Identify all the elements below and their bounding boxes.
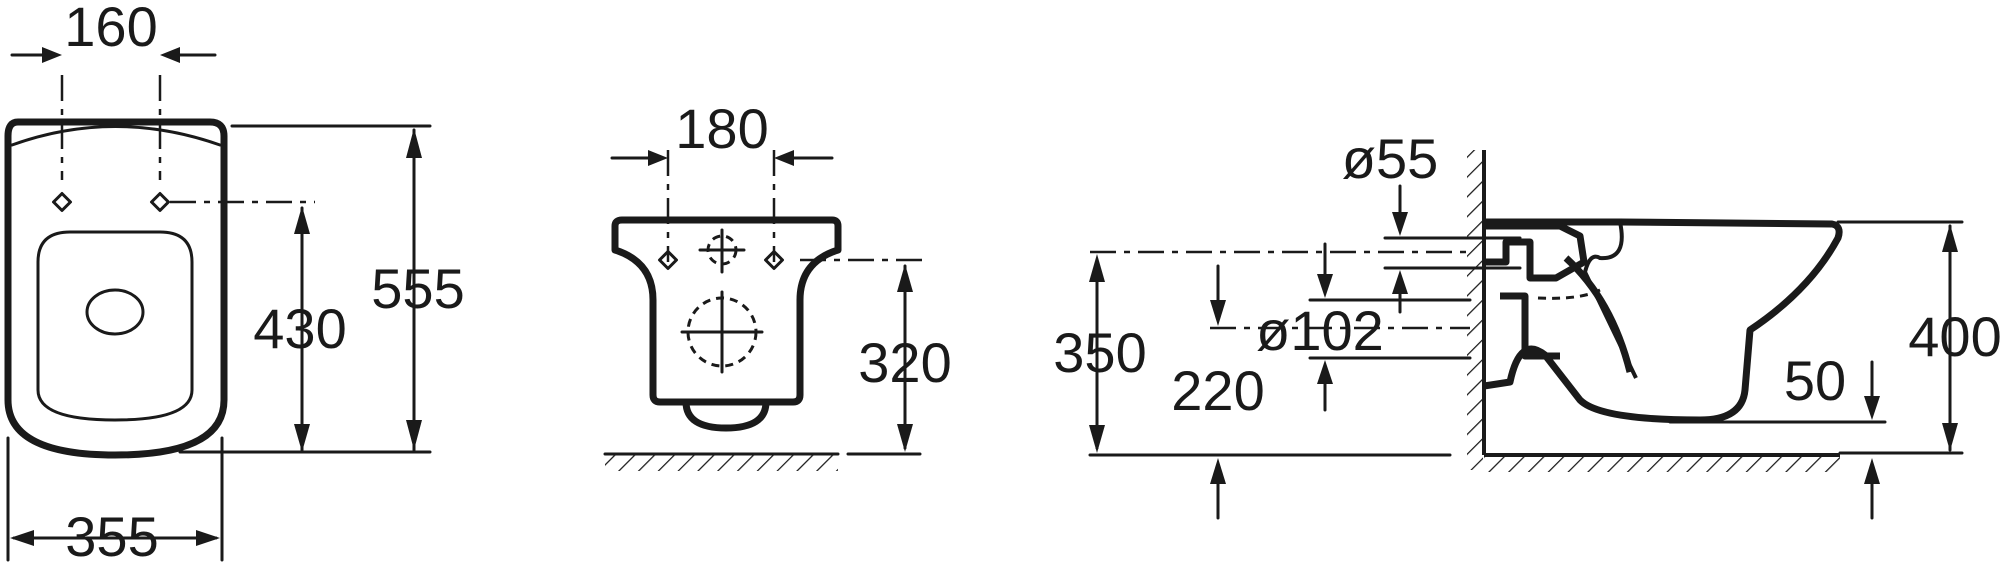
dim-180: 180 xyxy=(675,97,768,160)
front-rim-curve xyxy=(10,125,222,147)
front-bolt-right xyxy=(150,192,170,212)
dim-160: 160 xyxy=(64,0,157,58)
dim-220: 220 xyxy=(1171,359,1264,422)
rear-drain-bump xyxy=(682,401,770,432)
side-bowl-inner xyxy=(1583,221,1638,379)
front-bowl-outline xyxy=(4,118,228,459)
front-view: 160 430 555 355 xyxy=(4,0,465,563)
dim-diameter-102: ø102 xyxy=(1256,299,1384,362)
wall-hatch xyxy=(1467,150,1483,470)
dim-350: 350 xyxy=(1053,321,1146,384)
side-inner-bowl-dashed xyxy=(1537,288,1601,300)
rear-outline xyxy=(611,216,842,406)
rear-view: 180 320 xyxy=(603,97,952,471)
rear-bolt-right xyxy=(764,250,784,270)
front-bolt-left xyxy=(52,192,72,212)
front-drain-hole xyxy=(85,288,145,336)
dim-diameter-55: ø55 xyxy=(1342,127,1439,190)
rear-bolt-left xyxy=(658,250,678,270)
side-view: ø55 ø102 350 220 400 xyxy=(1053,127,2000,520)
dim-400: 400 xyxy=(1908,305,2000,368)
side-inlet-connector xyxy=(1484,222,1588,282)
dim-430: 430 xyxy=(253,297,346,360)
dim-320: 320 xyxy=(858,331,951,394)
dim-355: 355 xyxy=(65,505,158,563)
dim-50: 50 xyxy=(1784,349,1846,412)
side-floor-hatch xyxy=(1484,456,1840,472)
rear-floor-hatch xyxy=(605,455,838,471)
dim-555: 555 xyxy=(371,257,464,320)
front-seat-outline xyxy=(36,230,194,422)
